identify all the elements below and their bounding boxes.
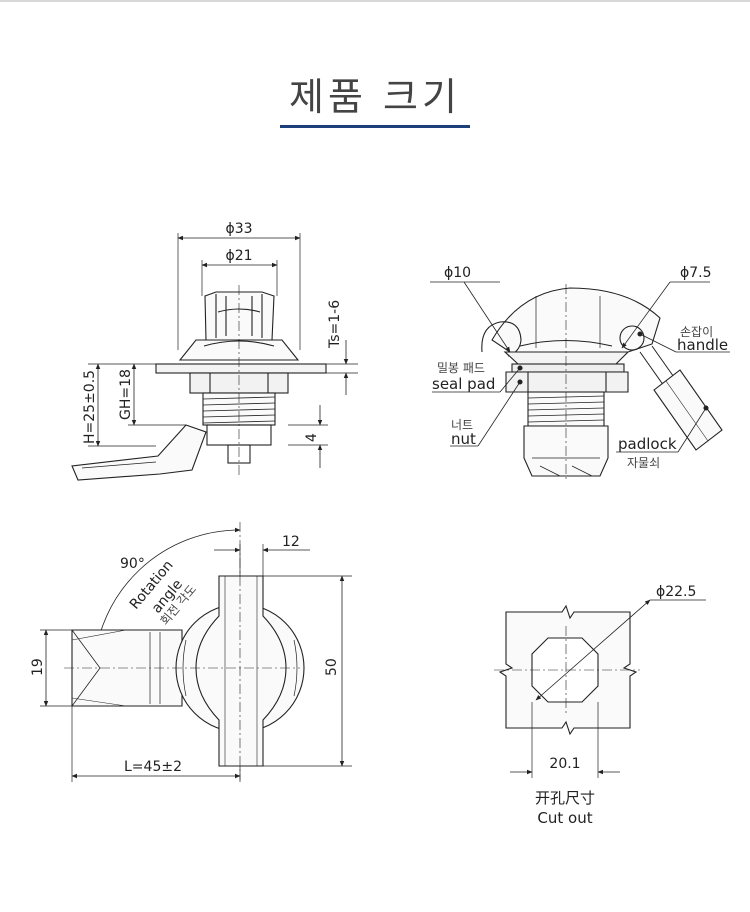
top-height-total: 50 [324, 658, 340, 676]
padlock-label-en: padlock [618, 435, 677, 453]
page-title: 제품 크기 [289, 75, 461, 119]
rotation-angle-value: 90° [120, 556, 145, 572]
side-view [430, 281, 730, 480]
cutout-dia: ϕ22.5 [656, 584, 696, 600]
top-divider [0, 0, 750, 2]
cutout-view [494, 599, 706, 778]
handle-label-en: handle [677, 336, 728, 354]
top-length: L=45±2 [124, 759, 182, 775]
front-dia-inner: ϕ21 [225, 248, 252, 264]
front-grip-height: GH=18 [118, 369, 134, 420]
seal-label-en: seal pad [432, 375, 495, 393]
front-view [71, 233, 358, 481]
nut-label-ko: 너트 [451, 418, 473, 432]
cutout-label-en: Cut out [537, 809, 592, 827]
top-height-small: 19 [30, 658, 46, 676]
side-dia-right: ϕ7.5 [680, 265, 712, 281]
cutout-label-zh: 开孔尺寸 [535, 789, 595, 807]
padlock-label-ko: 자물쇠 [627, 456, 660, 470]
seal-label-ko: 밀봉 패드 [437, 361, 485, 375]
nut-label-en: nut [451, 430, 476, 448]
top-width-small: 12 [282, 534, 300, 550]
front-gap: 4 [304, 433, 320, 442]
handle-label-ko: 손잡이 [680, 325, 713, 339]
title-underline [280, 125, 470, 128]
side-dia-left: ϕ10 [444, 265, 471, 281]
top-view [40, 522, 352, 782]
cutout-width: 20.1 [549, 756, 580, 772]
front-thickness: Ts=1-6 [327, 300, 343, 349]
front-dia-outer: ϕ33 [225, 221, 252, 237]
front-height: H=25±0.5 [82, 370, 98, 444]
